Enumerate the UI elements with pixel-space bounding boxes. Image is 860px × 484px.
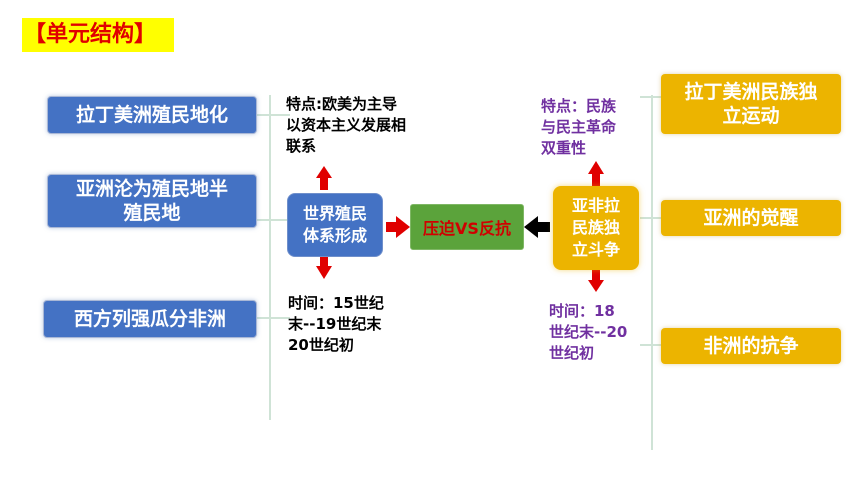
left-box-africa-partition: 西方列强瓜分非洲 bbox=[43, 300, 257, 338]
right-box-latin-america-independence: 拉丁美洲民族独 立运动 bbox=[661, 74, 841, 134]
left-box-asia-colonization: 亚洲沦为殖民地半 殖民地 bbox=[47, 174, 257, 228]
arrow-up-left bbox=[316, 166, 332, 190]
unit-structure-title: 【单元结构】 bbox=[22, 18, 174, 52]
arrow-left-center bbox=[524, 216, 550, 238]
right-feature-note: 特点：民族 与民主革命 双重性 bbox=[541, 97, 617, 157]
independence-struggle-node: 亚非拉 民族独 立斗争 bbox=[553, 186, 639, 270]
left-feature-note: 特点:欧美为主导 以资本主义发展相 联系 bbox=[286, 95, 407, 155]
right-time-note: 时间：18 世纪末--20 世纪初 bbox=[549, 302, 628, 362]
arrow-right-center bbox=[386, 216, 410, 238]
right-box-asia-awakening: 亚洲的觉醒 bbox=[661, 200, 841, 236]
arrow-down-right bbox=[588, 270, 604, 292]
oppression-vs-resistance-node: 压迫VS反抗 bbox=[410, 204, 524, 250]
left-time-note: 时间：15世纪 末--19世纪末 20世纪初 bbox=[288, 294, 384, 354]
world-colonial-system-node: 世界殖民 体系形成 bbox=[287, 193, 383, 257]
arrow-down-left bbox=[316, 256, 332, 279]
left-box-latin-america-colonization: 拉丁美洲殖民地化 bbox=[47, 96, 257, 134]
arrow-up-right bbox=[588, 161, 604, 186]
right-box-africa-struggle: 非洲的抗争 bbox=[661, 328, 841, 364]
